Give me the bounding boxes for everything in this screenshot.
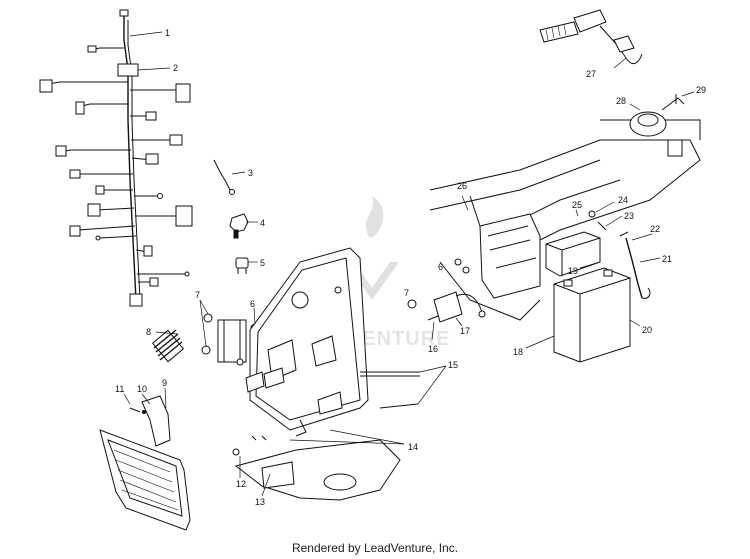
callout-9: 9 <box>162 378 167 388</box>
callout-1: 1 <box>165 28 170 38</box>
callout-13: 13 <box>255 497 265 507</box>
leader-lines <box>123 31 695 497</box>
terminal-bolts <box>588 210 607 231</box>
callout-27: 27 <box>586 69 596 79</box>
callout-29: 29 <box>696 85 706 95</box>
callout-5: 5 <box>260 258 265 268</box>
front-grille <box>99 429 191 531</box>
callout-23: 23 <box>624 211 634 221</box>
callout-21: 21 <box>662 254 672 264</box>
callout-26: 26 <box>457 181 467 191</box>
horn-bolt <box>667 94 683 157</box>
callout-28: 28 <box>616 96 626 106</box>
handlebar-control <box>539 9 643 65</box>
callout-10: 10 <box>137 384 147 394</box>
horn <box>629 97 685 137</box>
callout-24: 24 <box>618 195 628 205</box>
callout-6-left: 6 <box>250 299 255 309</box>
callout-7-left: 7 <box>195 290 200 300</box>
battery-strap <box>619 231 651 299</box>
battery-bracket <box>469 195 541 299</box>
wiring-harness <box>39 9 193 307</box>
callout-8: 8 <box>146 327 151 337</box>
lower-frame <box>232 435 401 501</box>
callout-7-right: 7 <box>404 288 409 298</box>
callout-labels: 1 2 3 4 5 6 6 7 7 8 9 10 11 12 13 14 15 … <box>115 28 706 507</box>
callout-16: 16 <box>428 344 438 354</box>
nut-part <box>407 299 417 309</box>
callout-19: 19 <box>568 266 578 276</box>
footer-credit: Rendered by LeadVenture, Inc. <box>291 541 459 555</box>
callout-6-right: 6 <box>438 262 443 272</box>
bolts <box>360 371 420 409</box>
callout-15: 15 <box>448 360 458 370</box>
regulator-part <box>427 291 486 323</box>
callout-14: 14 <box>408 442 418 452</box>
battery <box>553 267 631 363</box>
mounting-panel <box>245 247 369 437</box>
switch-part <box>229 213 249 239</box>
grille-bracket <box>129 395 171 447</box>
callout-18: 18 <box>513 347 523 357</box>
callout-12: 12 <box>236 479 246 489</box>
ground-wire <box>213 159 235 195</box>
spring-part <box>151 329 185 363</box>
callout-2: 2 <box>173 63 178 73</box>
callout-25: 25 <box>572 200 582 210</box>
callout-11: 11 <box>115 384 124 394</box>
fasteners <box>454 258 470 274</box>
callout-4: 4 <box>260 218 265 228</box>
relay-part <box>235 257 249 274</box>
callout-3: 3 <box>248 168 253 178</box>
callout-20: 20 <box>642 325 652 335</box>
callout-22: 22 <box>650 224 660 234</box>
battery-pad <box>545 231 601 277</box>
callout-17: 17 <box>460 326 470 336</box>
